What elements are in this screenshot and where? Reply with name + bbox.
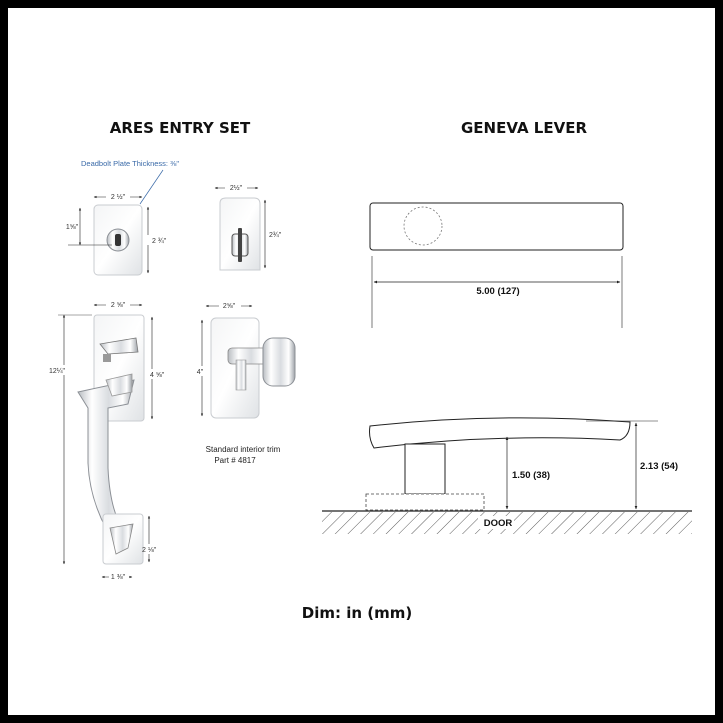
interior-caption-line1: Standard interior trim (206, 445, 281, 454)
geneva-title: GENEVA LEVER (461, 119, 587, 137)
length-dim-label: 5.00 (127) (476, 286, 519, 297)
deadbolt-thickness-note: Deadbolt Plate Thickness: ⅜" (81, 159, 179, 168)
thumb-piece (99, 337, 139, 355)
spec-drawing: ARES ENTRY SET Deadbolt Plate Thickness:… (46, 119, 692, 622)
rose-outline (365, 493, 485, 511)
overall-height-bg (46, 365, 68, 375)
lever-side-view (369, 417, 631, 449)
interior-width-label: 2⅝" (223, 303, 236, 310)
thumbturn-height-label: 2¾" (269, 232, 282, 239)
thumbturn-icon (238, 228, 242, 262)
lower-plate-height-label: 2 ⅛" (142, 547, 157, 554)
thumb-piece-stem (103, 354, 111, 362)
ares-title: ARES ENTRY SET (110, 119, 251, 137)
door-label-bg (478, 516, 514, 529)
bottom-width-label: 1 ⅜" (111, 574, 126, 581)
interior-knob (262, 337, 296, 387)
bottom-width-bg (109, 572, 129, 581)
deadbolt-height-label: 2 ¾" (152, 238, 167, 245)
lower-plate-height-bg (144, 544, 166, 554)
upper-plate-height-label: 4 ⅝" (150, 372, 165, 379)
deadbolt-height-bg (144, 235, 164, 245)
deadbolt-width-bg (106, 192, 130, 201)
interior-width-bg (219, 301, 241, 310)
thumbturn-width-label: 2½" (230, 184, 243, 192)
lower-grip-foot (109, 523, 134, 555)
thumbturn-width-bg (225, 183, 247, 192)
upper-plate-height-bg (148, 369, 170, 379)
handle-width-bg (106, 300, 130, 309)
interior-knob-neck (235, 359, 247, 391)
deadbolt-side-label: 1⅝" (66, 224, 79, 231)
handle-width-label: 2 ⅝" (111, 302, 126, 309)
total-height-dim-label: 2.13 (54) (640, 461, 678, 472)
keyway-icon (115, 234, 121, 246)
door-label: DOOR (484, 518, 513, 529)
interior-caption-line2: Part # 4817 (214, 456, 256, 465)
units-note: Dim: in (mm) (302, 604, 412, 622)
overall-height-label: 12¼" (49, 368, 66, 375)
deadbolt-width-label: 2 ½" (111, 193, 126, 201)
lever-neck (404, 443, 446, 495)
rose-outline-hidden (403, 206, 443, 246)
interior-plate (210, 317, 260, 419)
grip-upper-bracket (105, 373, 133, 397)
rose-height-dim-label: 1.50 (38) (512, 470, 550, 481)
lever-top-view (369, 202, 624, 251)
drawing-frame: ARES ENTRY SET Deadbolt Plate Thickness:… (8, 8, 715, 715)
deadbolt-note-leader (139, 169, 164, 205)
interior-height-label: 4" (197, 369, 204, 376)
interior-height-bg (194, 366, 208, 376)
